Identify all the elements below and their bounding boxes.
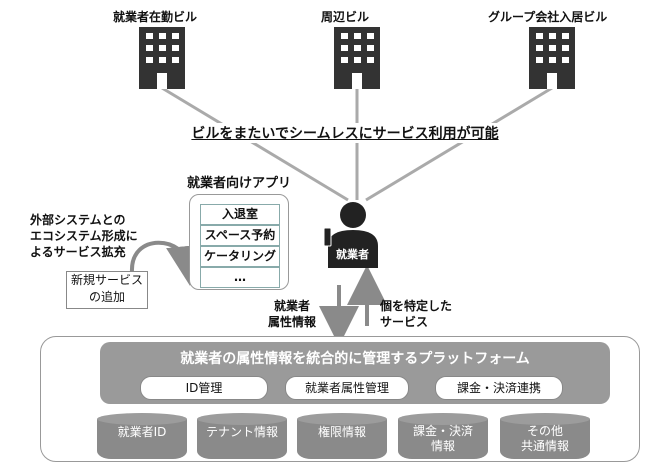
db-tenant: テナント情報 [197,413,287,459]
module-id: ID管理 [140,376,268,400]
module-billing: 課金・決済連携 [435,376,563,400]
building-icon [529,27,575,89]
app-title: 就業者向けアプリ [187,176,292,191]
attr-info-label: 就業者 属性情報 [268,299,317,329]
curved-arrow-new-service [129,240,206,286]
app-item-catering[interactable]: ケータリング [200,246,280,267]
service-label: 個を特定した サービス [380,299,453,329]
building-label-1: 就業者在勤ビル [113,10,198,24]
db-permission: 権限情報 [297,413,387,459]
new-service-box: 新規サービス の追加 [66,271,148,309]
external-caption: 外部システムとの エコシステム形成に よるサービス拡充 [30,213,138,259]
app-item-space[interactable]: スペース予約 [200,225,280,246]
platform-title: 就業者の属性情報を統合的に管理するプラットフォーム [180,351,530,367]
db-billing: 課金・決済 情報 [398,413,488,459]
person-icon [323,202,378,268]
app-panel: 入退室 スペース予約 ケータリング … [189,194,289,290]
line-building3 [365,86,553,202]
building-icon [334,27,380,89]
building-label-3: グループ会社入居ビル [488,10,608,24]
seamless-caption: ビルをまたいでシームレスにサービス利用が可能 [175,123,515,143]
app-item-more[interactable]: … [200,267,280,288]
building-icon [139,27,185,89]
app-item-entry[interactable]: 入退室 [200,204,280,225]
db-other: その他 共通情報 [500,413,590,459]
line-building1 [161,86,349,202]
module-attr: 就業者属性管理 [285,376,409,400]
worker-label: 就業者 [336,248,369,261]
db-worker-id: 就業者ID [97,413,187,459]
building-label-2: 周辺ビル [321,10,370,24]
